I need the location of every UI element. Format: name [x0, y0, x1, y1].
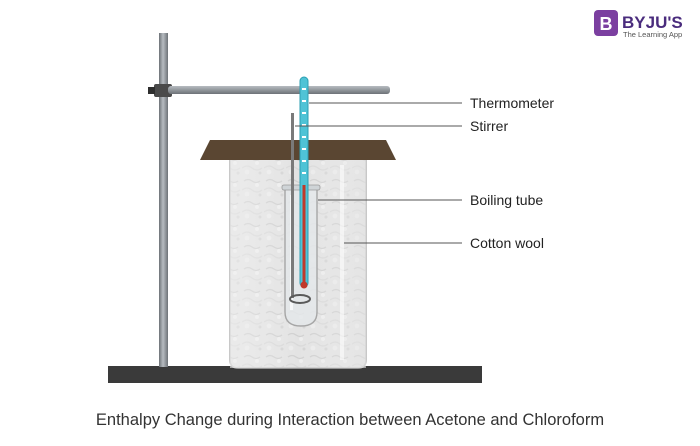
thermometer-scale-marks [302, 88, 306, 174]
thermometer-mercury [302, 185, 306, 282]
stand-base [108, 366, 482, 383]
stirrer-loop [289, 294, 311, 304]
thermometer-label: Thermometer [470, 95, 554, 111]
leader-lines [295, 102, 462, 244]
clamp-screw [148, 87, 155, 94]
stand-rod [159, 33, 168, 367]
stirrer-label: Stirrer [470, 118, 508, 134]
cotton-wool-label: Cotton wool [470, 235, 544, 251]
logo-name: BYJU'S [622, 13, 683, 32]
clamp-arm [168, 86, 390, 94]
stirrer [289, 113, 311, 304]
diagram-caption: Enthalpy Change during Interaction betwe… [96, 411, 604, 429]
byjus-logo: B BYJU'S The Learning App [594, 10, 683, 39]
logo-mark-box [594, 10, 618, 36]
clamp-boss [154, 84, 172, 97]
logo-mark: B [600, 14, 613, 34]
thermometer [299, 76, 309, 289]
boiling-tube-label: Boiling tube [470, 192, 543, 208]
stirrer-rod [291, 113, 294, 298]
beaker-lid [200, 140, 396, 160]
beaker-edge-highlight [340, 165, 344, 360]
logo-tagline: The Learning App [623, 30, 682, 39]
thermometer-bulb [300, 281, 308, 289]
